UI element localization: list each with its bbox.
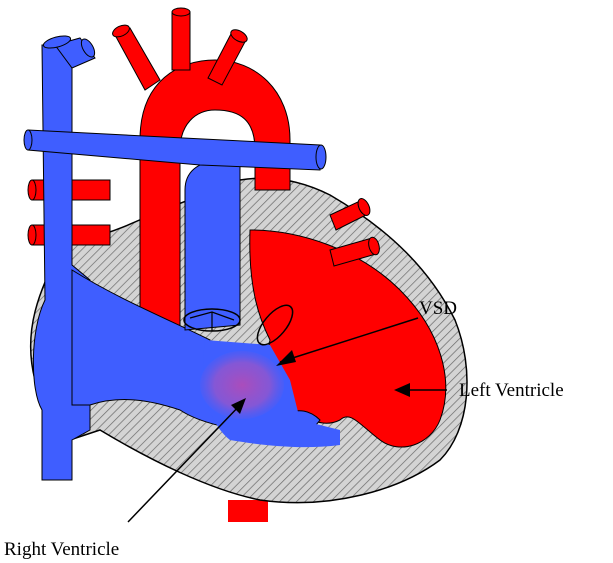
pulmonary-trunk: [185, 162, 240, 330]
left-ventricle-label: Left Ventricle: [459, 381, 564, 400]
aorta-branch-1: [115, 28, 160, 90]
right-ventricle-label: Right Ventricle: [4, 540, 119, 559]
descending-aorta: [228, 500, 268, 522]
vsd-mixing-region: [200, 351, 284, 419]
aorta-branch-2: [172, 12, 190, 70]
vsd-label: VSD: [419, 299, 457, 318]
